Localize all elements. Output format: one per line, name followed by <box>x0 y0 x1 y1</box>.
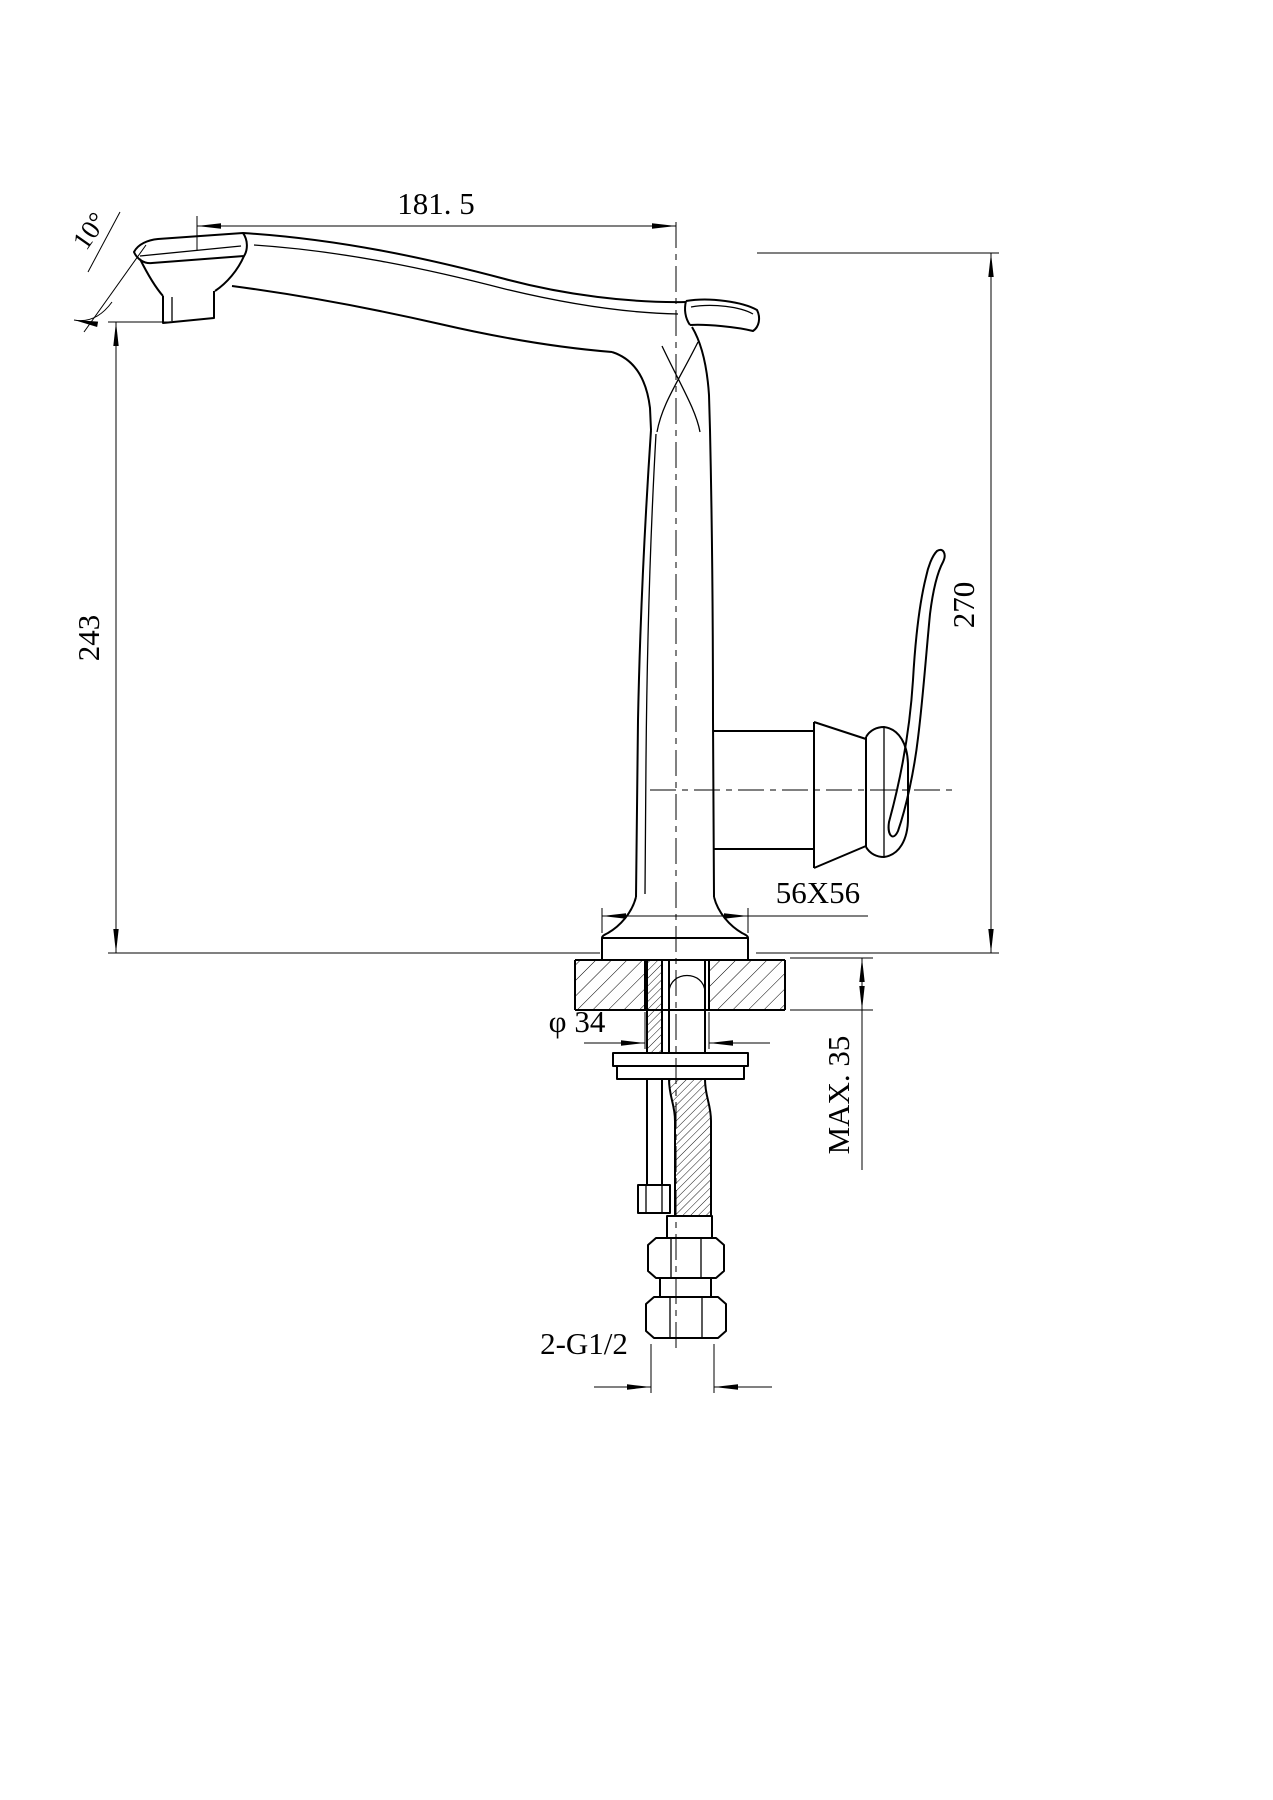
neck-cross-curve-b <box>661 345 701 433</box>
angle-arc-arrow <box>73 301 113 327</box>
spout-end-cap <box>684 298 761 332</box>
dim-spout-height <box>108 321 600 954</box>
dim-overall-height <box>756 252 999 954</box>
spout-tip-cap <box>133 232 248 265</box>
washer-lower <box>616 1065 745 1080</box>
label-spout-reach: 181. 5 <box>397 186 475 221</box>
threaded-stud <box>646 960 663 1053</box>
dim-spout-reach <box>196 216 676 250</box>
hex-nut-upper <box>647 1237 725 1279</box>
dimension-labels: 181. 5 10° 243 270 56X56 φ 34 MAX. 35 2-… <box>66 186 981 1361</box>
faucet-body-outline <box>133 232 946 1339</box>
base-flange <box>601 937 749 960</box>
supply-pipe <box>646 1079 663 1185</box>
spout-end-cap-inner-line <box>690 304 754 315</box>
dim-hole-diameter <box>584 1012 770 1049</box>
dim-spout-angle <box>73 211 147 333</box>
supply-pipe-ferrule-inner <box>645 1185 663 1213</box>
handle-lever <box>887 548 946 838</box>
dim-max-thickness <box>790 957 873 1170</box>
spout-arm-top-edge <box>242 232 687 304</box>
threaded-stud-hatch <box>647 960 662 1053</box>
braided-hose <box>668 1078 712 1216</box>
spout-head-left-edge <box>139 258 164 297</box>
base-bell-right <box>713 896 749 939</box>
neck-cross-curve-a <box>656 341 699 433</box>
label-spout-height: 243 <box>71 615 106 662</box>
section-hatching <box>575 960 785 1216</box>
shank-dome <box>668 975 706 993</box>
column-left-edge <box>635 429 652 898</box>
dim-base-size <box>601 908 868 933</box>
spout-arm-bottom-edge <box>231 285 613 353</box>
angle-line-a <box>83 244 147 333</box>
dim-thread <box>594 1344 772 1393</box>
hex-nut-upper-facets <box>670 1238 702 1278</box>
label-max-thickness: MAX. 35 <box>821 1036 856 1155</box>
hose-collar <box>666 1215 713 1239</box>
supply-pipe-ferrule <box>637 1184 671 1214</box>
angle-line-b <box>87 211 121 273</box>
hex-nut-lower <box>645 1296 727 1339</box>
neck-right-edge <box>691 326 711 431</box>
washer-upper <box>612 1052 749 1067</box>
dimensions <box>73 211 999 1393</box>
countertop-hatch-left <box>575 960 645 1010</box>
countertop-section <box>574 959 786 1011</box>
neck-left-edge <box>611 351 652 431</box>
hex-nut-lower-facets <box>669 1297 703 1338</box>
spout-arm-inner-line <box>253 244 679 315</box>
label-thread: 2-G1/2 <box>540 1326 628 1361</box>
countertop-hatch-right <box>709 960 785 1010</box>
spout-tip-cap-inner-line <box>139 245 242 257</box>
column-inner-curve <box>644 433 657 895</box>
escutcheon-outline <box>865 726 909 858</box>
label-overall-height: 270 <box>946 582 981 629</box>
label-spout-angle: 10° <box>66 207 112 255</box>
nut-spacer <box>659 1277 712 1298</box>
spout-aerator <box>162 291 215 324</box>
cartridge-cone <box>813 721 867 869</box>
label-base-size: 56X56 <box>776 875 860 910</box>
spout-head-right-edge <box>214 255 245 292</box>
braided-hose-hatch <box>669 1079 711 1216</box>
shank-tube <box>668 960 706 1053</box>
column-right-edge <box>709 429 715 898</box>
base-bell-left <box>601 896 637 939</box>
label-hole-diameter: φ 34 <box>549 1004 606 1039</box>
